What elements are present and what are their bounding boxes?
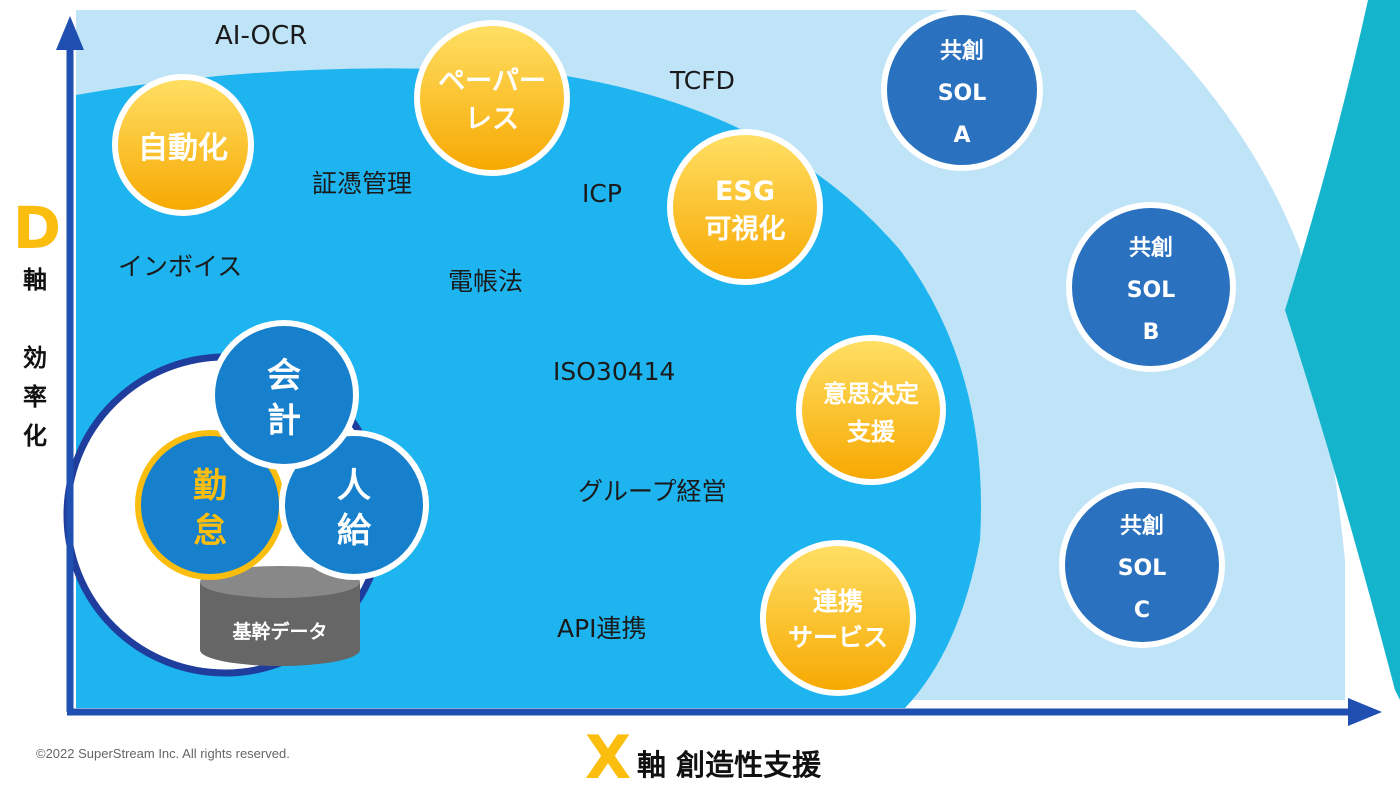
term-invoice: インボイス — [118, 252, 242, 281]
database-label: 基幹データ — [231, 620, 327, 643]
term-icp: ICP — [582, 179, 622, 208]
term-iso: ISO30414 — [553, 357, 675, 386]
jinkyu-label-2: 給 — [337, 511, 372, 551]
term-aiocr: AI-OCR — [215, 21, 307, 51]
paperless-label-1: ペーパー — [438, 66, 546, 97]
y-axis-label-1: 軸 — [23, 266, 47, 294]
renkei-circle: 連携 サービス — [760, 540, 916, 696]
kaikei-circle: 会 計 — [209, 320, 359, 470]
kintai-label-1: 勤 — [193, 466, 227, 506]
sol-a-circle: 共創 SOL A — [881, 9, 1043, 171]
ishikettei-label-1: 意思決定 — [823, 380, 919, 408]
sol-a-label-2: SOL — [938, 81, 987, 106]
x-axis-arrowhead — [1348, 698, 1382, 726]
y-axis-label-4: 化 — [23, 422, 47, 450]
sol-c-label-1: 共創 — [1120, 514, 1164, 539]
x-axis-label: 軸 創造性支援 — [637, 748, 822, 781]
kaikei-label-2: 計 — [267, 401, 301, 441]
paperless-circle: ペーパー レス — [414, 20, 570, 176]
term-api: API連携 — [557, 614, 647, 643]
sol-b-label-3: B — [1143, 320, 1160, 345]
esg-label-2: 可視化 — [705, 214, 786, 245]
paperless-label-2: レス — [465, 104, 519, 135]
sol-b-label-2: SOL — [1127, 278, 1176, 303]
database-cylinder: 基幹データ — [200, 566, 360, 666]
jidoka-circle: 自動化 — [112, 74, 254, 216]
term-tcfd: TCFD — [669, 66, 735, 95]
sol-a-label-3: A — [953, 123, 970, 148]
term-shohyo: 証憑管理 — [312, 169, 412, 198]
kaikei-label-1: 会 — [267, 356, 301, 396]
jinkyu-circle: 人 給 — [279, 430, 429, 580]
y-axis-arrowhead — [56, 16, 84, 50]
sol-a-label-1: 共創 — [940, 39, 984, 64]
jidoka-label: 自動化 — [138, 131, 228, 166]
sol-c-circle: 共創 SOL C — [1059, 482, 1225, 648]
sol-c-label-3: C — [1134, 598, 1150, 623]
teal-arrow — [1285, 0, 1400, 700]
esg-label-1: ESG — [715, 176, 775, 207]
sol-b-label-1: 共創 — [1129, 236, 1173, 261]
y-axis-letter: D — [13, 194, 61, 262]
term-denchoho: 電帳法 — [448, 267, 523, 296]
term-group: グループ経営 — [578, 477, 727, 506]
sol-c-label-2: SOL — [1118, 556, 1167, 581]
y-axis-label-3: 率 — [23, 383, 47, 411]
renkei-label-1: 連携 — [813, 587, 863, 616]
jinkyu-label-1: 人 — [337, 466, 371, 506]
sol-b-circle: 共創 SOL B — [1066, 202, 1236, 372]
kintai-label-2: 怠 — [193, 511, 227, 551]
x-axis-letter: X — [585, 723, 631, 781]
ishikettei-label-2: 支援 — [847, 418, 896, 446]
copyright-notice: ©2022 SuperStream Inc. All rights reserv… — [36, 746, 290, 761]
ishikettei-circle: 意思決定 支援 — [796, 335, 946, 485]
y-axis-label-2: 効 — [23, 344, 47, 372]
esg-circle: ESG 可視化 — [667, 129, 823, 285]
renkei-label-2: サービス — [788, 623, 888, 652]
